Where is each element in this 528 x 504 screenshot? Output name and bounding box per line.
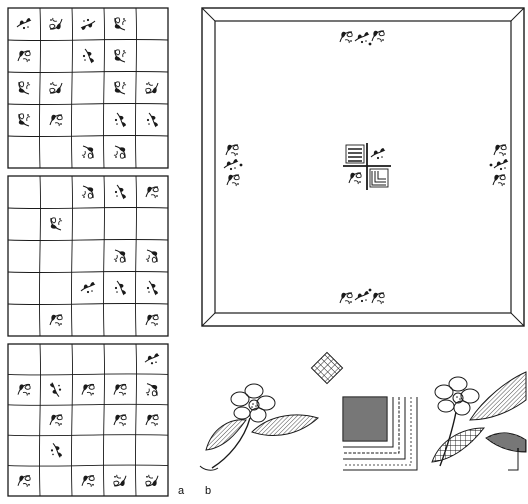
cell-motif <box>83 49 94 63</box>
cell-motif <box>18 476 30 487</box>
cell-motif <box>145 353 159 364</box>
panel-a-grid-samplers <box>8 8 168 496</box>
cell-motif <box>50 383 61 397</box>
diamond-lattice-swatch <box>311 352 342 383</box>
panel-b-framed-cloth <box>202 8 524 326</box>
cell-motif <box>146 384 157 396</box>
top-border-motif <box>340 31 384 46</box>
drawn-thread-corner <box>343 397 417 470</box>
cell-motif <box>82 476 94 487</box>
cell-motif <box>19 114 30 126</box>
left-border-motif <box>224 145 242 186</box>
cell-motif <box>50 115 62 126</box>
flower-spray-left <box>200 384 318 470</box>
cell-motif <box>81 19 95 30</box>
cell-motif <box>146 187 158 198</box>
cell-motif <box>82 146 93 158</box>
cell-motif <box>146 475 158 486</box>
cell-motif <box>81 282 95 293</box>
sampler-grid-2 <box>8 176 168 336</box>
cell-motif <box>115 50 126 62</box>
cell-motif <box>147 281 158 295</box>
cell-motif <box>115 113 126 127</box>
cell-motif <box>50 315 62 326</box>
bottom-border-motif <box>340 289 384 304</box>
cell-motif <box>50 18 62 29</box>
cell-motif <box>115 185 126 199</box>
cell-motif <box>114 250 125 262</box>
cell-motif <box>19 82 30 94</box>
cell-motif <box>146 415 158 426</box>
cell-motif <box>114 146 125 158</box>
cell-motif <box>115 281 126 295</box>
cell-motif <box>114 475 126 486</box>
cell-motif <box>50 82 62 93</box>
cell-motif <box>147 113 158 127</box>
flower-spray-right <box>432 372 526 470</box>
center-medallion <box>343 143 391 190</box>
cell-motif <box>17 18 31 29</box>
cell-motif <box>18 384 30 395</box>
cell-motif <box>115 82 126 94</box>
cell-motif <box>51 218 62 230</box>
cell-motif <box>146 82 158 93</box>
sampler-grid-3 <box>8 344 168 496</box>
cell-motif <box>114 415 126 426</box>
cell-motif <box>51 443 62 457</box>
sampler-grid-1 <box>8 8 168 168</box>
panel-label-b: b <box>205 485 211 497</box>
right-border-motif <box>490 145 508 186</box>
cell-motif <box>82 186 93 198</box>
cell-motif <box>146 250 157 262</box>
cell-motif <box>18 51 30 62</box>
cell-motif <box>50 415 62 426</box>
cell-motif <box>82 384 94 395</box>
panel-label-a: a <box>178 485 185 497</box>
cell-motif <box>146 315 158 326</box>
cell-motif <box>115 18 126 30</box>
cell-motif <box>114 384 126 395</box>
